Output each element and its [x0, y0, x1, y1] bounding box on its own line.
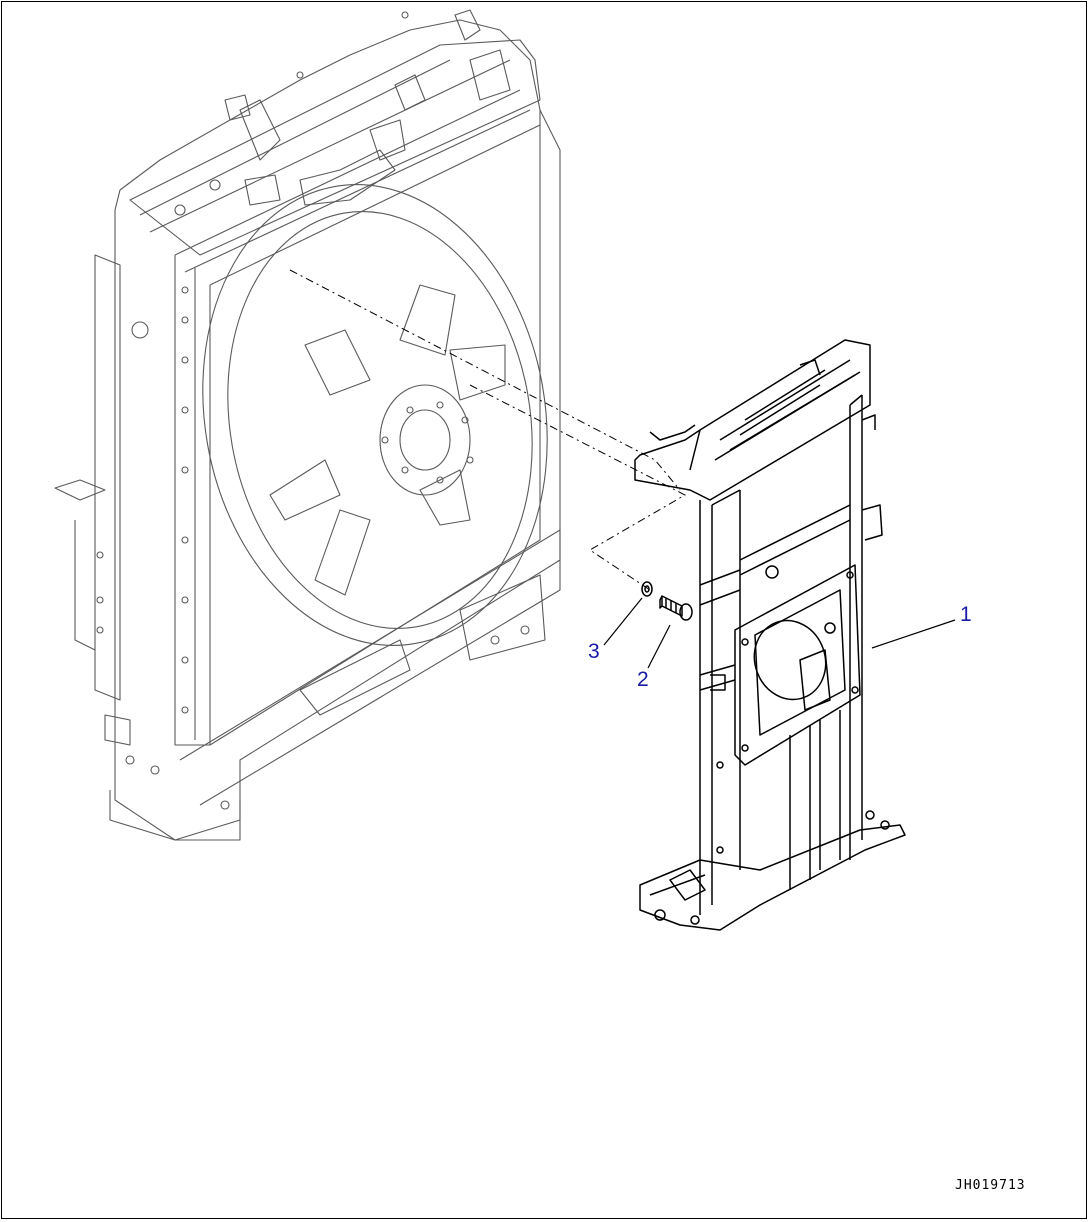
leader-line-2: [647, 624, 671, 669]
bolt-part: [659, 595, 693, 621]
radiator-assembly: [54, 9, 561, 841]
callout-3: 3: [588, 640, 600, 663]
callout-1: 1: [960, 603, 972, 626]
assembly-lines: [289, 269, 687, 591]
washer-part: [641, 581, 653, 597]
leader-line-1: [871, 619, 956, 649]
drawing-code: JH019713: [955, 1178, 1026, 1193]
bracket-part: [634, 339, 906, 931]
leader-lines: [603, 597, 956, 669]
leader-line-3: [603, 597, 643, 646]
callout-2: 2: [637, 668, 649, 691]
